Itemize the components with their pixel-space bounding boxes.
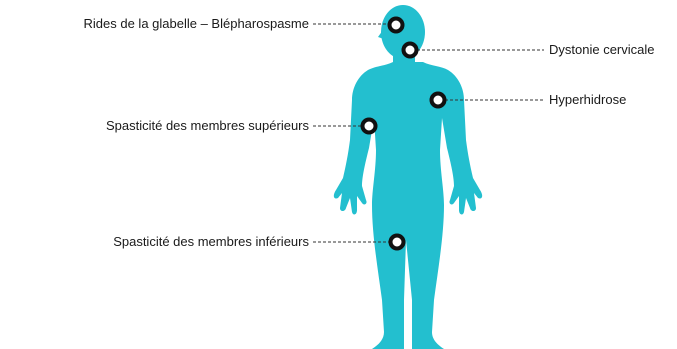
label-lower-limb: Spasticité des membres inférieurs xyxy=(113,234,309,250)
marker-cervical xyxy=(404,44,417,57)
label-cervical: Dystonie cervicale xyxy=(549,42,655,58)
label-upper-limb: Spasticité des membres supérieurs xyxy=(106,118,309,134)
marker-glabella xyxy=(390,19,403,32)
marker-upper-limb xyxy=(363,120,376,133)
body-outline xyxy=(334,62,482,349)
label-hyperhidrosis: Hyperhidrose xyxy=(549,92,626,108)
marker-lower-limb xyxy=(391,236,404,249)
marker-hyperhidrosis xyxy=(432,94,445,107)
label-glabella: Rides de la glabelle – Blépharospasme xyxy=(84,16,309,32)
face-profile xyxy=(378,30,384,39)
